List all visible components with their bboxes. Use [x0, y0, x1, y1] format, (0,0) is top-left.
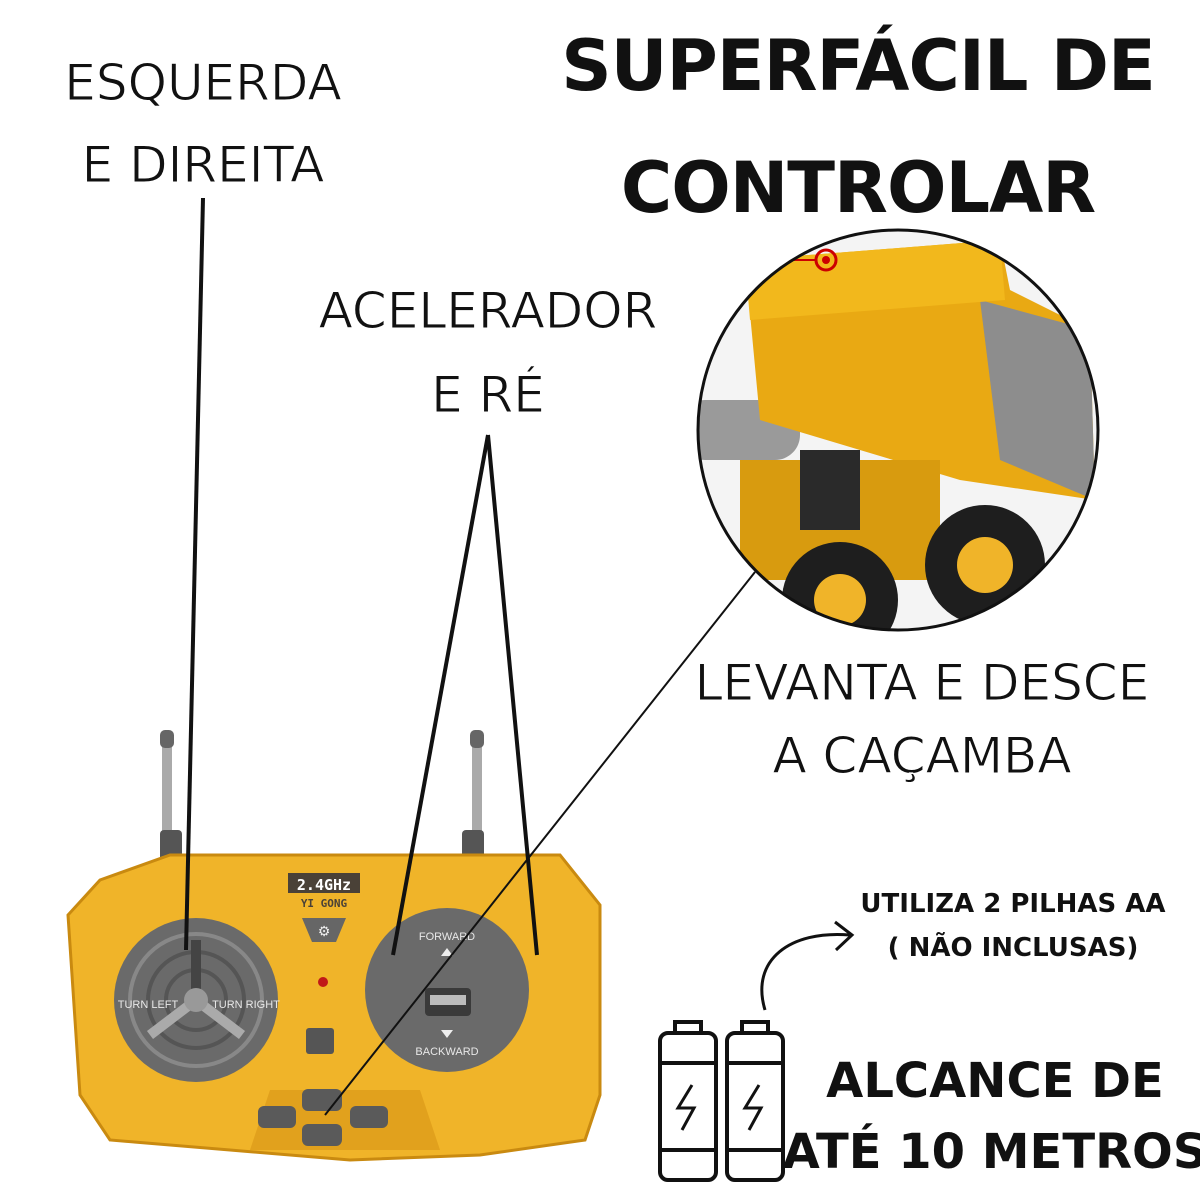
- power-switch[interactable]: [306, 1028, 334, 1054]
- range-line-1: ALCANCE DE: [826, 1053, 1164, 1109]
- pointer-lines: [184, 197, 756, 1116]
- forward-label: FORWARD: [419, 931, 475, 943]
- label-bucket-1: LEVANTA E DESCE: [695, 654, 1150, 712]
- battery-note-2: ( NÃO INCLUSAS): [888, 931, 1139, 963]
- turn-right-label: TURN RIGHT: [212, 999, 280, 1011]
- turn-left-label: TURN LEFT: [118, 999, 179, 1011]
- gear-icon: ⚙: [318, 924, 331, 940]
- backward-label: BACKWARD: [415, 1046, 478, 1058]
- dump-truck-inset: [696, 228, 1100, 632]
- settings-button[interactable]: [302, 918, 346, 942]
- label-throttle-2: E RÉ: [431, 365, 545, 424]
- power-led: [318, 977, 328, 987]
- label-steer-2: E DIREITA: [82, 136, 325, 194]
- title-line-2: CONTROLAR: [621, 147, 1095, 229]
- battery-icon: [658, 1020, 785, 1182]
- remote-frequency: 2.4GHz: [297, 876, 351, 894]
- bucket-down-button[interactable]: [302, 1124, 342, 1146]
- label-throttle-1: ACELERADOR: [319, 282, 658, 340]
- battery-note-1: UTILIZA 2 PILHAS AA: [860, 889, 1165, 919]
- range-line-2: ATÉ 10 METROS: [783, 1123, 1200, 1180]
- label-bucket-2: A CAÇAMBA: [772, 727, 1071, 785]
- label-steer-1: ESQUERDA: [64, 54, 341, 112]
- remote-brand: YI GONG: [301, 897, 348, 910]
- light-button[interactable]: [350, 1106, 388, 1128]
- arrow-icon: [760, 932, 851, 1011]
- title-line-1: SUPERFÁCIL DE: [561, 25, 1155, 107]
- sound-button[interactable]: [258, 1106, 296, 1128]
- remote-control: 2.4GHz YI GONG ⚙ TURN LEFT TURN RIGHT FO…: [66, 730, 602, 1162]
